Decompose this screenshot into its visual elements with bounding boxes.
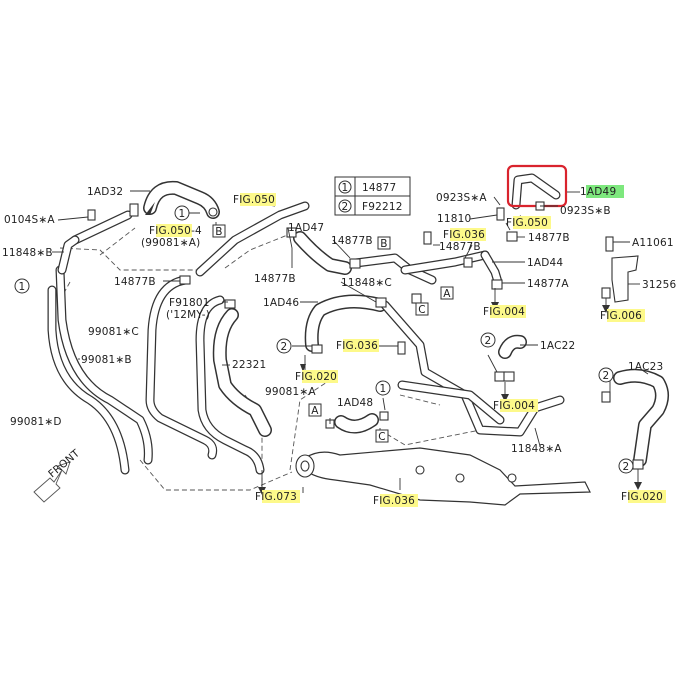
label-14877b-3[interactable]: 14877B — [114, 276, 156, 288]
label-12my: ('12MY-) — [166, 309, 210, 321]
label-0923s-b[interactable]: 0923S∗B — [560, 205, 611, 217]
bolt-0104s — [87, 209, 96, 221]
label-fig050-b[interactable]: FIG.050 — [506, 217, 548, 229]
label-14877b-5[interactable]: 14877B — [439, 241, 481, 253]
label-14877b-1[interactable]: 14877B — [331, 235, 373, 247]
lower-manifold — [295, 447, 591, 506]
label-fig004-a[interactable]: FIG.004 — [483, 306, 525, 318]
label-99081c[interactable]: 99081∗C — [88, 326, 139, 338]
label-1ac22[interactable]: 1AC22 — [540, 340, 575, 352]
label-1ad47[interactable]: 1AD47 — [288, 222, 324, 234]
box-marks: B B C A A C — [212, 224, 454, 443]
label-14877a[interactable]: 14877A — [527, 278, 569, 290]
label-fig073[interactable]: FIG.073 — [255, 491, 297, 503]
front-indicator: FRONT — [33, 447, 82, 503]
label-fig020-a[interactable]: FIG.020 — [295, 371, 337, 383]
left-hoses — [47, 180, 272, 475]
svg-text:1: 1 — [19, 281, 26, 293]
leader-lines — [52, 190, 649, 493]
label-fig050-4[interactable]: FIG.050-4 — [149, 225, 202, 237]
part-1ad49[interactable] — [506, 164, 568, 210]
legend-num-1: 1 — [342, 182, 349, 194]
legend-callout-1 — [338, 180, 352, 194]
box-mark-c: C — [418, 304, 426, 316]
front-label: FRONT — [46, 447, 82, 480]
svg-text:2: 2 — [485, 335, 492, 347]
right-hoses — [611, 255, 669, 467]
legend-code-1: 14877 — [362, 182, 396, 194]
label-1ad44[interactable]: 1AD44 — [527, 257, 563, 269]
label-1ad49[interactable]: 1AD49 — [580, 186, 616, 198]
box-mark-c2: C — [378, 431, 386, 443]
label-11848-c[interactable]: 11848∗C — [341, 277, 392, 289]
highlights — [156, 185, 666, 507]
box-mark-a2: A — [311, 405, 319, 417]
label-99081a-paren: (99081∗A) — [141, 237, 200, 249]
svg-text:2: 2 — [281, 341, 288, 353]
label-a11061[interactable]: A11061 — [632, 237, 674, 249]
center-hoses — [304, 294, 565, 437]
svg-text:2: 2 — [623, 461, 630, 473]
svg-text:1: 1 — [380, 383, 387, 395]
label-14877b-4[interactable]: 14877B — [528, 232, 570, 244]
label-1ad46[interactable]: 1AD46 — [263, 297, 299, 309]
label-11810[interactable]: 11810 — [437, 213, 471, 225]
box-mark-a: A — [443, 288, 451, 300]
label-1ad32[interactable]: 1AD32 — [87, 186, 123, 198]
label-fig006[interactable]: FIG.006 — [600, 310, 642, 322]
legend-callout-2 — [338, 199, 352, 213]
label-0104s-a[interactable]: 0104S∗A — [4, 214, 55, 226]
svg-text:1: 1 — [179, 208, 186, 220]
label-99081b[interactable]: 99081∗B — [81, 354, 132, 366]
label-f91801[interactable]: F91801 — [169, 297, 210, 309]
label-11848-a[interactable]: 11848∗A — [511, 443, 562, 455]
svg-text:2: 2 — [603, 370, 610, 382]
top-center-pipes — [195, 201, 503, 287]
label-1ac23[interactable]: 1AC23 — [628, 361, 663, 373]
label-fig036-a[interactable]: FIG.036 — [336, 340, 378, 352]
label-11848-b[interactable]: 11848∗B — [2, 247, 53, 259]
box-mark-b2: B — [380, 238, 387, 250]
label-22321[interactable]: 22321 — [232, 359, 266, 371]
label-fig004-b[interactable]: FIG.004 — [493, 400, 535, 412]
label-14877b-2[interactable]: 14877B — [254, 273, 296, 285]
label-fig050-top[interactable]: FIG.050 — [233, 194, 275, 206]
label-1ad48[interactable]: 1AD48 — [337, 397, 373, 409]
label-fig036-c[interactable]: FIG.036 — [373, 495, 415, 507]
label-31256[interactable]: 31256 — [642, 279, 677, 291]
callouts: 1 1 2 1 2 2 2 — [14, 205, 634, 474]
label-99081a[interactable]: 99081∗A — [265, 386, 316, 398]
label-99081d[interactable]: 99081∗D — [10, 416, 62, 428]
legend-code-2: F92212 — [362, 201, 403, 213]
legend-box: 1 14877 2 F92212 — [334, 176, 411, 216]
label-fig036-b[interactable]: FIG.036 — [443, 229, 485, 241]
label-0923s-a[interactable]: 0923S∗A — [436, 192, 487, 204]
box-mark-b: B — [215, 226, 222, 238]
label-fig020-b[interactable]: FIG.020 — [621, 491, 663, 503]
legend-num-2: 2 — [342, 201, 349, 213]
